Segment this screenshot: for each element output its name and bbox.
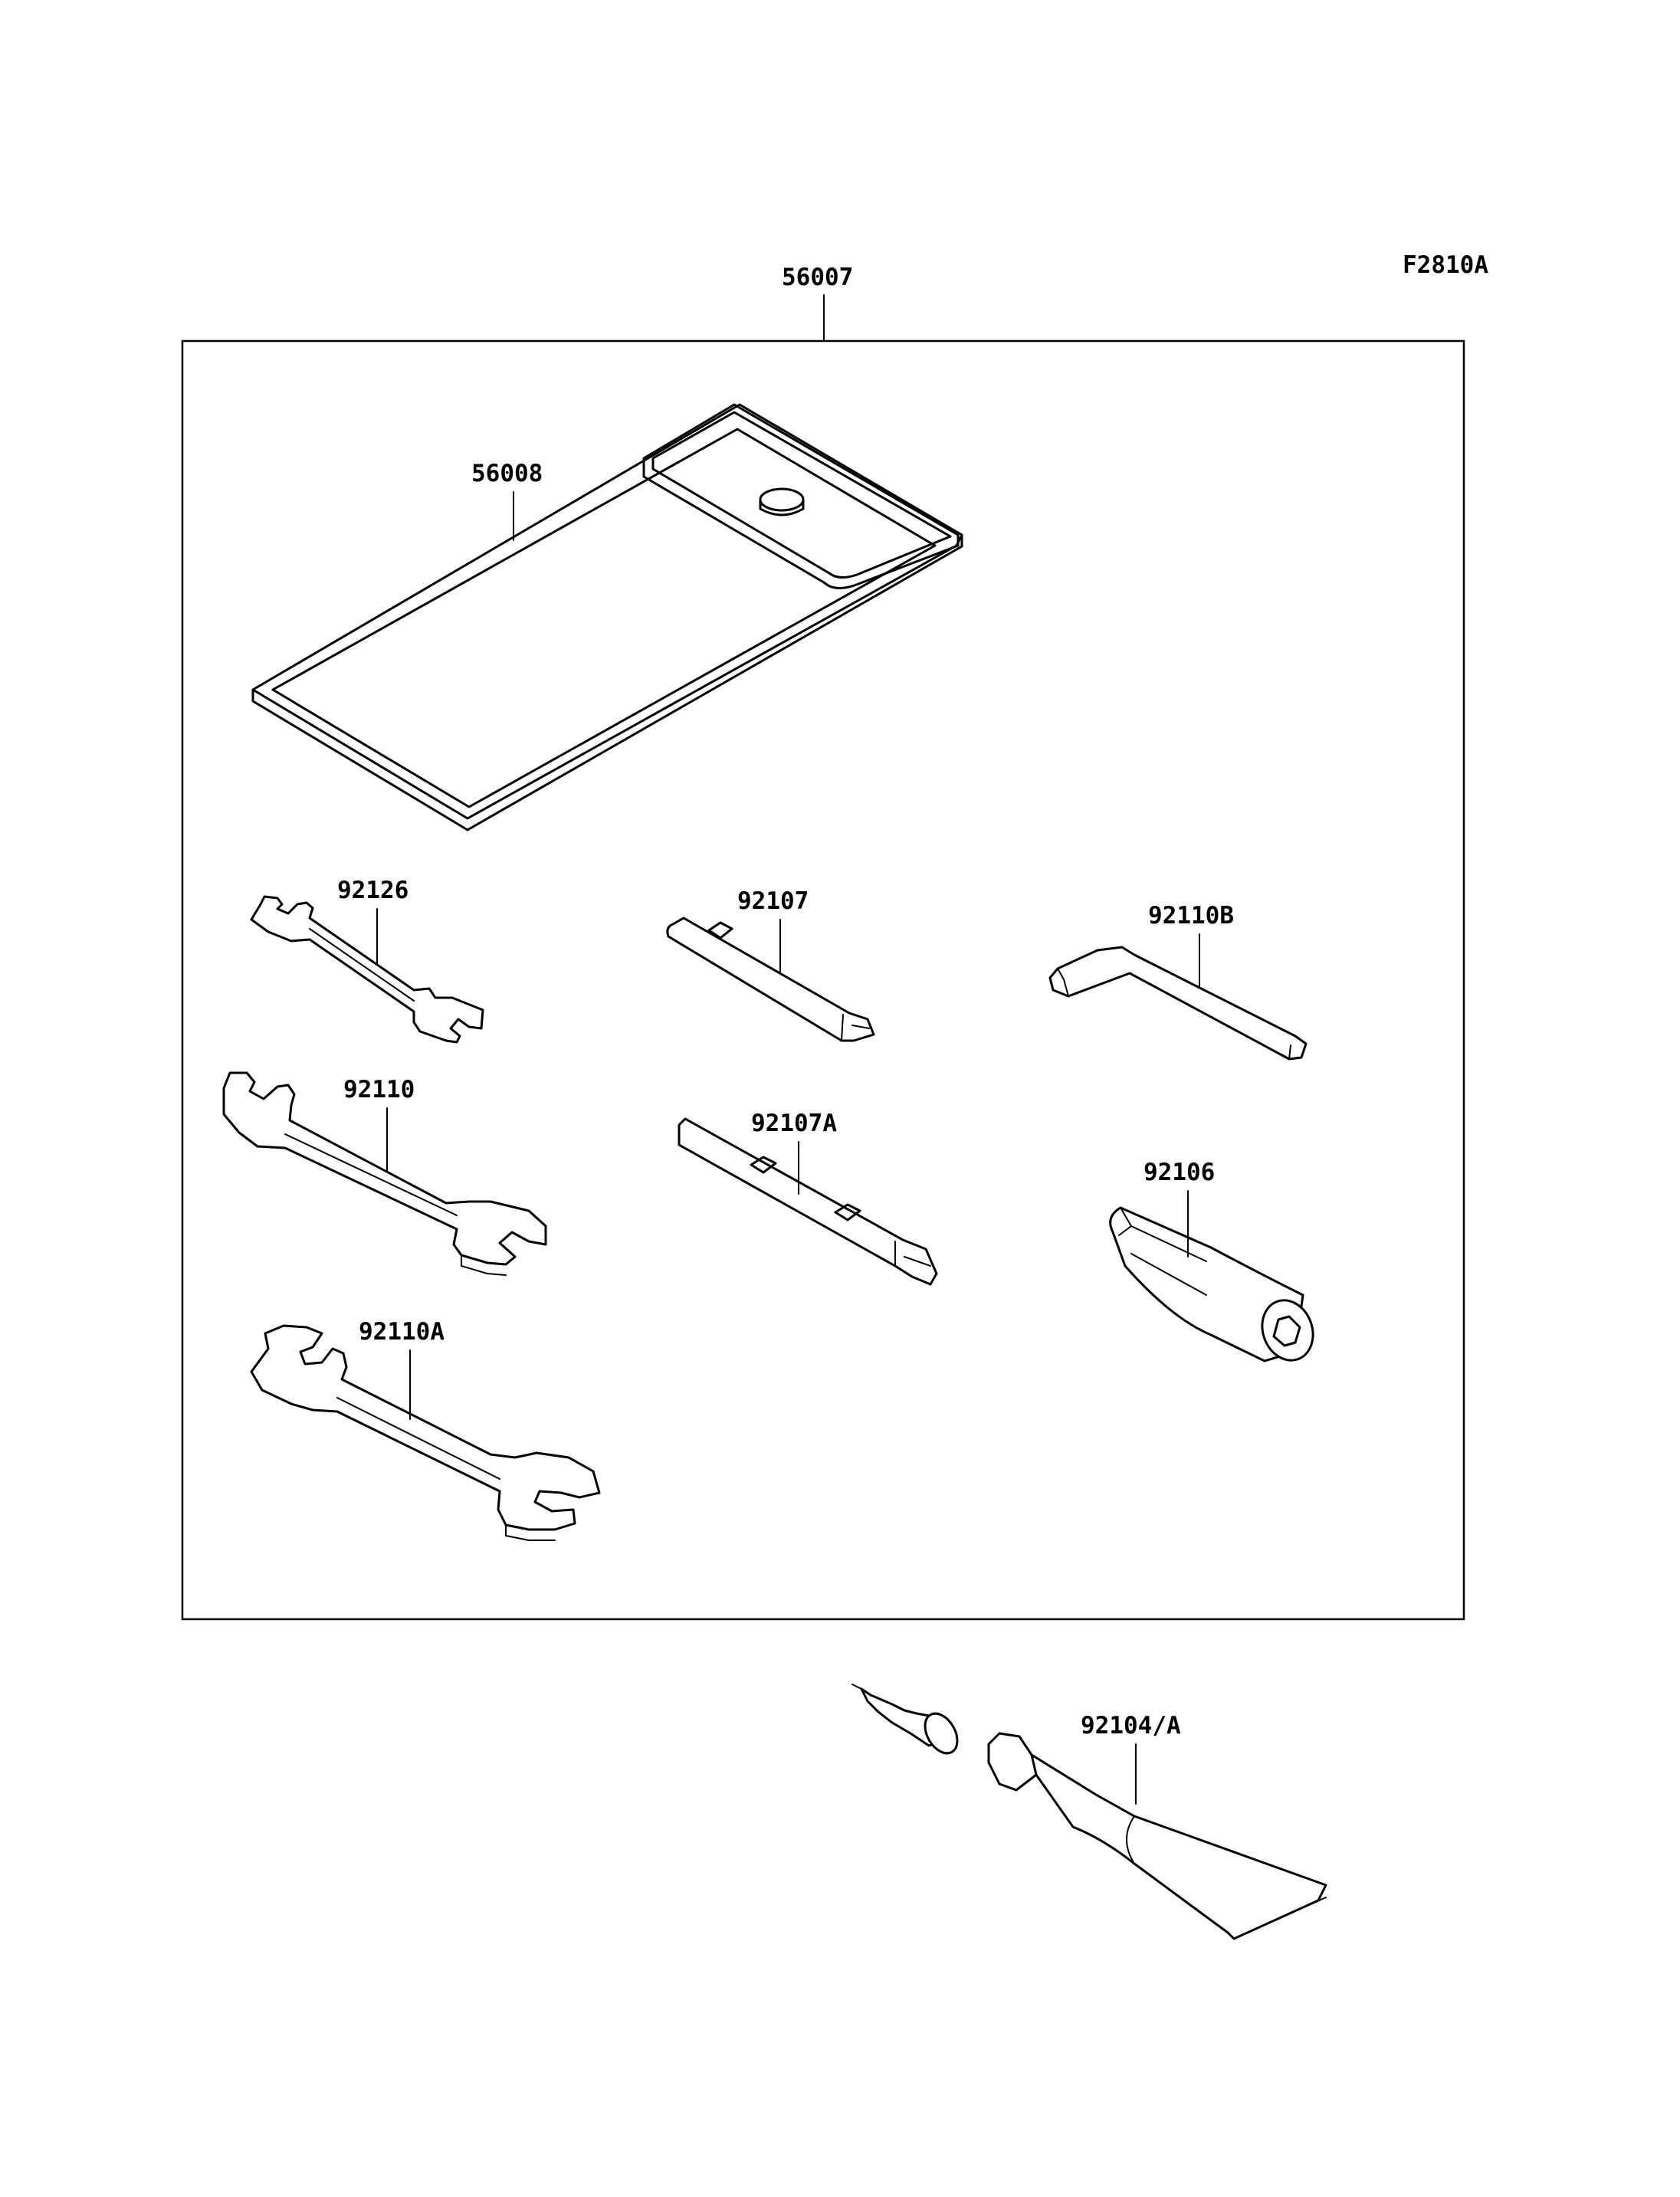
label-wrench-medium: 92110	[343, 1076, 415, 1103]
label-bit-double: 92107A	[751, 1110, 837, 1137]
wrench-large	[250, 1324, 601, 1541]
tool-pouch	[251, 403, 963, 831]
label-bit-phillips: 92107	[737, 887, 809, 915]
wrench-medium	[222, 1071, 547, 1276]
label-handle: 92106	[1144, 1159, 1215, 1186]
grease-tube	[851, 1684, 1327, 1940]
bit-phillips	[666, 917, 875, 1042]
hex-key	[1048, 946, 1308, 1061]
socket-handle	[1109, 1206, 1314, 1362]
label-wrench-large: 92110A	[359, 1318, 445, 1346]
figure-code: F2810A	[1403, 251, 1488, 279]
label-pouch: 56008	[471, 460, 543, 487]
label-grease-tube: 92104/A	[1081, 1712, 1181, 1740]
label-wrench-small: 92126	[337, 877, 409, 904]
wrench-small	[250, 895, 484, 1044]
label-hex-key: 92110B	[1148, 902, 1234, 930]
kit-box	[181, 339, 1465, 1621]
label-kit: 56007	[782, 264, 853, 291]
bit-double	[678, 1117, 938, 1286]
